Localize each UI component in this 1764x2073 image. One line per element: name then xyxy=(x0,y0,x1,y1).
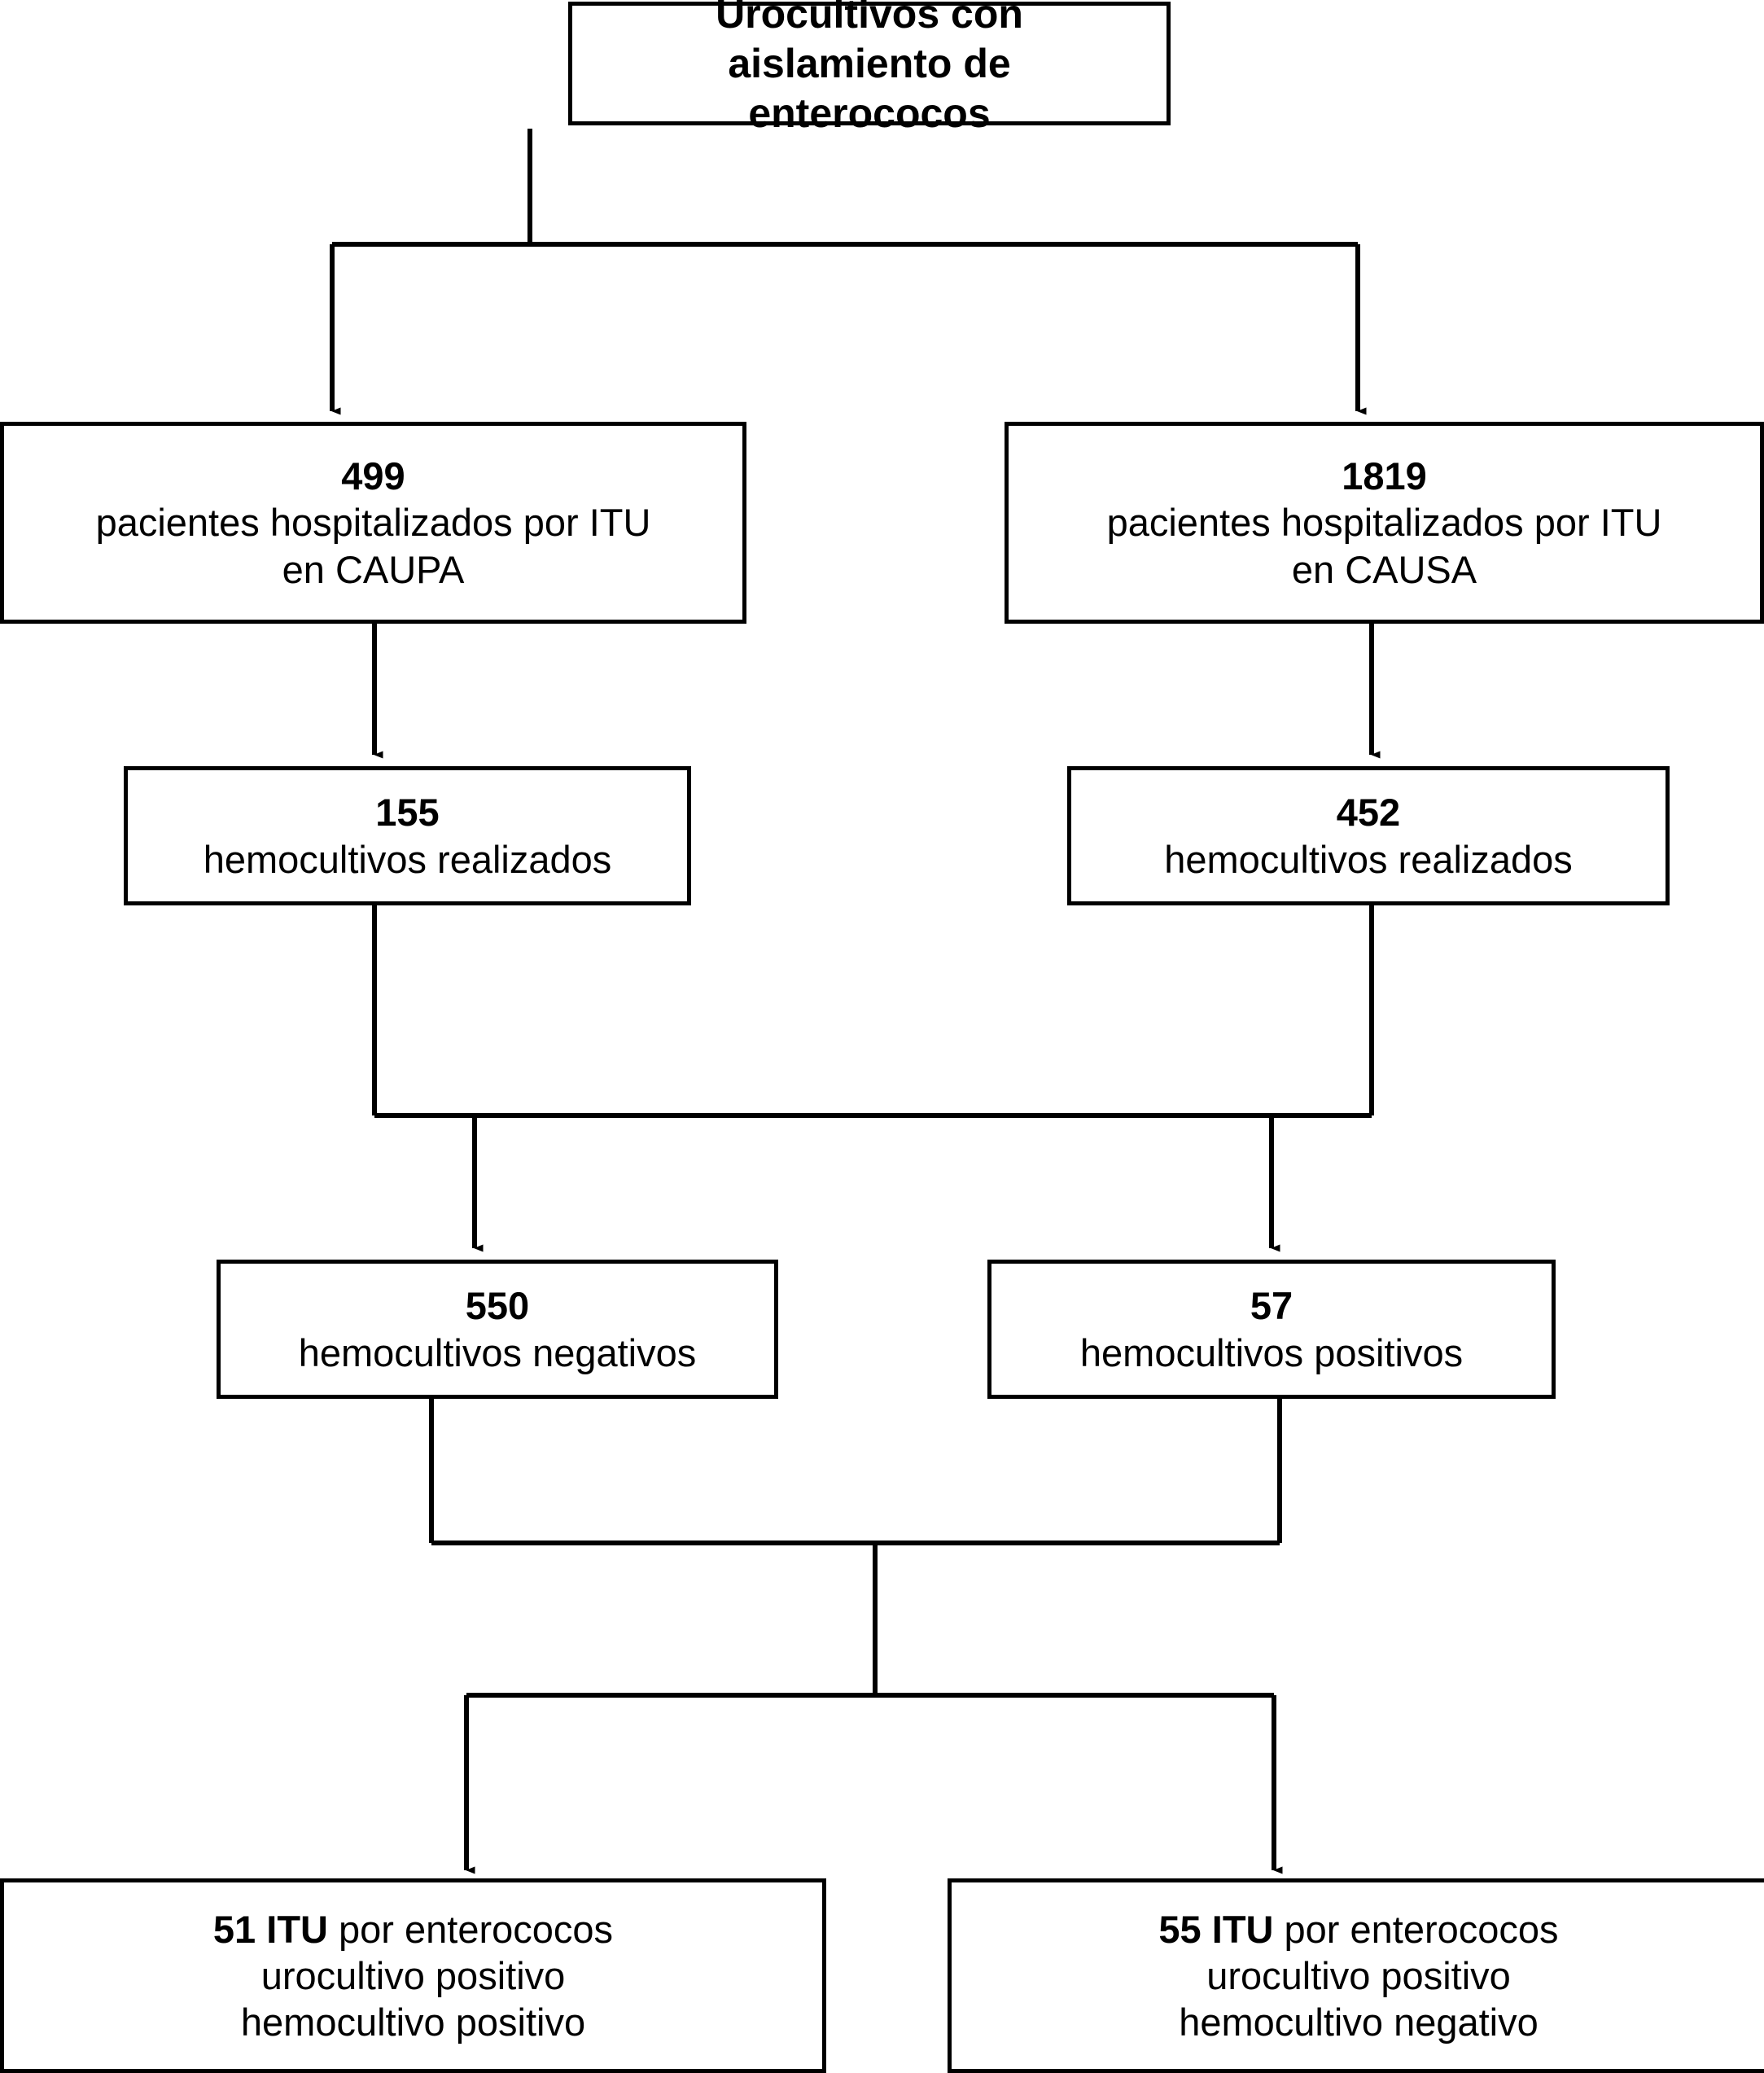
node-pacientes-causa: 1819 pacientes hospitalizados por ITU en… xyxy=(1005,422,1764,624)
node-line: en CAUSA xyxy=(1291,547,1477,591)
node-hemocultivos-realizados-caupa: 155 hemocultivos realizados xyxy=(124,766,691,905)
node-line: hemocultivo positivo xyxy=(240,2001,586,2045)
node-count: 55 ITU xyxy=(1158,1907,1274,1951)
node-pacientes-caupa: 499 pacientes hospitalizados por ITU en … xyxy=(0,422,746,624)
connector-final-split xyxy=(464,1693,1283,1874)
node-line-lead: 51 ITU por enterococos xyxy=(213,1906,613,1952)
node-line: hemocultivos negativos xyxy=(298,1330,697,1374)
node-lead-rest: por enterococos xyxy=(327,1907,614,1951)
node-line: Urocultivos con xyxy=(716,0,1023,37)
connector-merge-hemocultivos xyxy=(372,905,1374,1252)
connector-top-split xyxy=(330,129,1367,415)
node-line: pacientes hospitalizados por ITU xyxy=(1106,501,1662,545)
node-line: hemocultivos positivos xyxy=(1079,1330,1464,1374)
node-line: pacientes hospitalizados por ITU xyxy=(95,501,651,545)
node-count: 57 xyxy=(1250,1284,1293,1328)
node-count: 452 xyxy=(1336,791,1401,835)
node-line: urocultivo positivo xyxy=(260,1953,566,1997)
node-count: 1819 xyxy=(1342,454,1427,497)
connector-merge-resultados xyxy=(429,1399,1282,1695)
node-hemocultivos-positivos: 57 hemocultivos positivos xyxy=(987,1260,1556,1399)
node-count: 499 xyxy=(341,454,405,497)
node-count: 155 xyxy=(375,791,440,835)
node-line: urocultivo positivo xyxy=(1206,1953,1511,1997)
node-line: en CAUPA xyxy=(282,547,465,591)
node-line: aislamiento de xyxy=(728,40,1011,86)
node-count: 550 xyxy=(465,1284,530,1328)
node-itu-hemocultivo-positivo: 51 ITU por enterococos urocultivo positi… xyxy=(0,1878,826,2073)
node-urocultivos-enterococos: Urocultivos con aislamiento de enterococ… xyxy=(568,0,1171,136)
node-lead-rest: por enterococos xyxy=(1273,1907,1559,1951)
node-hemocultivos-realizados-causa: 452 hemocultivos realizados xyxy=(1067,766,1670,905)
node-line-lead: 55 ITU por enterococos xyxy=(1158,1906,1558,1952)
node-count: 51 ITU xyxy=(212,1907,328,1951)
node-line: hemocultivos realizados xyxy=(203,837,612,881)
node-line: hemocultivo negativo xyxy=(1179,2001,1539,2045)
node-itu-hemocultivo-negativo: 55 ITU por enterococos urocultivo positi… xyxy=(948,1878,1764,2073)
node-line: hemocultivos realizados xyxy=(1164,837,1573,881)
node-line: enterococos xyxy=(748,90,991,136)
node-hemocultivos-negativos: 550 hemocultivos negativos xyxy=(217,1260,778,1399)
